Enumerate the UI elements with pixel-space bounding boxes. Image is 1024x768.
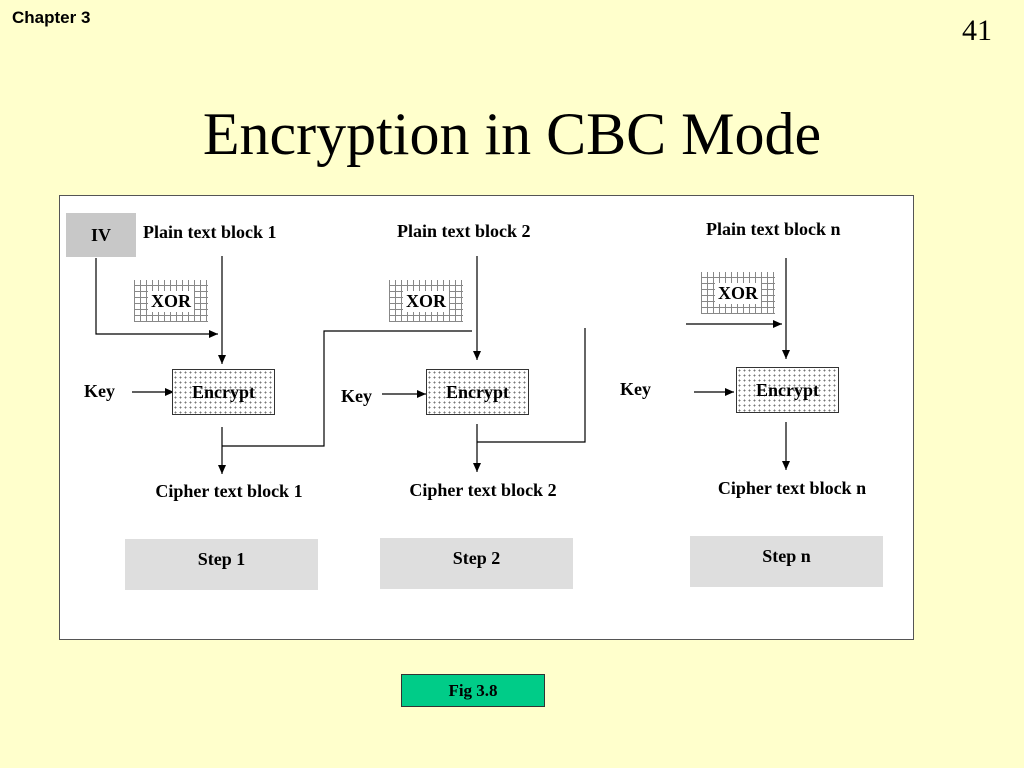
slide-title: Encryption in CBC Mode xyxy=(202,101,822,167)
plain-text-block-n-label: Plain text block n xyxy=(706,219,841,239)
chain-1-to-2 xyxy=(222,330,472,447)
chapter-label: Chapter 3 xyxy=(12,8,91,27)
cbc-diagram: IV Plain text block 1 XOR Key Encrypt Ci… xyxy=(59,195,914,640)
page-number: 41 xyxy=(962,14,992,47)
xor-box-n: XOR xyxy=(701,272,775,314)
key-label-n: Key xyxy=(620,379,651,399)
encrypt-box-1: Encrypt xyxy=(172,369,275,415)
key-label-1: Key xyxy=(84,381,115,401)
encrypt-box-n: Encrypt xyxy=(736,367,839,413)
diagram-connectors xyxy=(95,256,790,474)
encrypt-box-2: Encrypt xyxy=(426,369,529,415)
cipher-text-block-2-label: Cipher text block 2 xyxy=(409,480,557,500)
plain-text-block-1-label: Plain text block 1 xyxy=(143,222,277,242)
step-n-box: Step n xyxy=(690,536,883,587)
figure-label: Fig 3.8 xyxy=(401,674,545,707)
step-1-box: Step 1 xyxy=(125,539,318,590)
chain-2-out xyxy=(477,328,586,443)
iv-box: IV xyxy=(66,213,136,257)
iv-to-xor-connector xyxy=(95,258,218,338)
xor-box-2: XOR xyxy=(389,280,463,322)
step-2-box: Step 2 xyxy=(380,538,573,589)
xor-box-1: XOR xyxy=(134,280,208,322)
plain-text-block-2-label: Plain text block 2 xyxy=(397,221,531,241)
key-label-2: Key xyxy=(341,386,372,406)
cipher-text-block-n-label: Cipher text block n xyxy=(717,478,867,498)
cipher-text-block-1-label: Cipher text block 1 xyxy=(155,481,303,501)
